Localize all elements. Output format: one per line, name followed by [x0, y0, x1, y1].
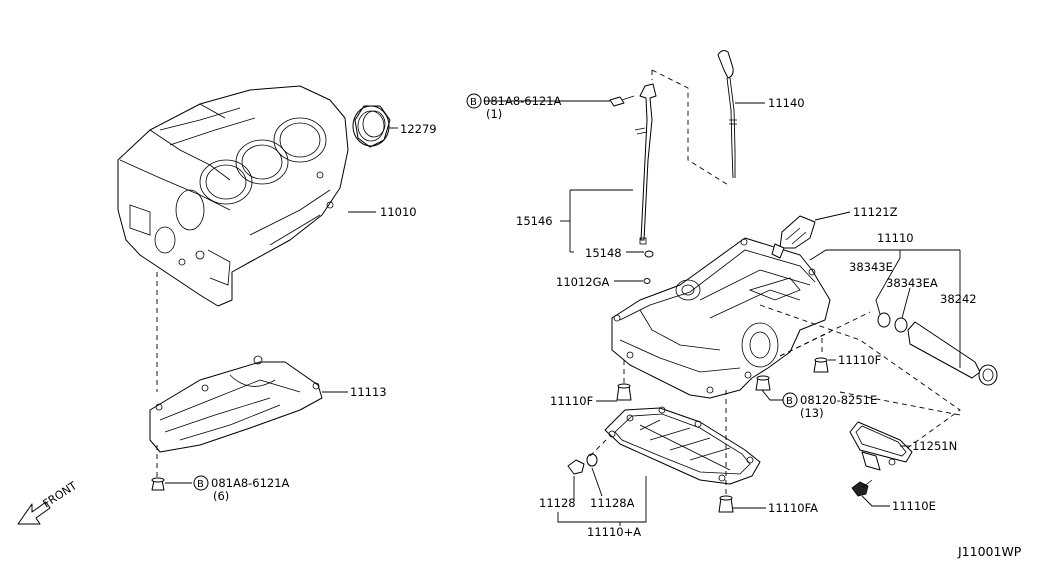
label-11140: 11140: [768, 96, 805, 110]
label-11110E: 11110E: [892, 499, 936, 513]
bolt-08120-8251E[interactable]: [755, 375, 771, 391]
label-11121Z: 11121Z: [853, 205, 898, 219]
label-11110F-right: 11110F: [838, 353, 881, 367]
bolt-081A8-6121A-guide[interactable]: [609, 95, 635, 107]
gauge-guide-15146[interactable]: [634, 83, 657, 245]
label-11128: 11128: [539, 496, 576, 510]
label-12279: 12279: [400, 122, 437, 136]
bolt-symbol-c: [782, 392, 798, 408]
baffle-plate-11113[interactable]: [149, 355, 323, 453]
label-bolt-c-code: 08120-8251E: [800, 393, 877, 407]
washer-11128A[interactable]: [586, 453, 598, 467]
front-label: FRONT: [41, 479, 80, 511]
cylinder-block-11010[interactable]: [117, 85, 349, 307]
oil-level-gauge-11140[interactable]: [717, 50, 737, 179]
label-11251N: 11251N: [912, 439, 957, 453]
label-15148: 15148: [585, 246, 622, 260]
label-bolt-a-qty: (6): [213, 489, 229, 503]
upper-oil-pan-11110[interactable]: [611, 237, 831, 399]
seal-11012GA[interactable]: [643, 278, 651, 284]
oil-strainer-11121Z[interactable]: [771, 215, 816, 259]
diagram-id: J11001WP: [957, 544, 1022, 559]
label-bolt-b-code: 081A8-6121A: [483, 94, 562, 108]
label-15146: 15146: [516, 214, 553, 228]
label-11110A: 11110+A: [587, 525, 641, 539]
tube-38242[interactable]: [907, 321, 998, 386]
front-arrow-icon: [17, 501, 51, 525]
label-38343E: 38343E: [849, 260, 893, 274]
bolt-symbol-b: [466, 93, 482, 109]
cover-11251N[interactable]: [849, 421, 913, 471]
oil-seal-12279[interactable]: [352, 105, 391, 148]
label-11110: 11110: [877, 231, 914, 245]
bolt-symbol-a: [193, 475, 209, 491]
label-11128A: 11128A: [590, 496, 635, 510]
label-11010: 11010: [380, 205, 417, 219]
o-ring-38343E[interactable]: [877, 312, 891, 328]
label-11113: 11113: [350, 385, 387, 399]
o-ring-15148[interactable]: [644, 250, 654, 258]
bolt-11110FA[interactable]: [718, 495, 734, 513]
bolt-symbol-a-text: B: [197, 479, 204, 490]
label-11110F-left: 11110F: [550, 394, 593, 408]
drain-plug-11128[interactable]: [567, 459, 585, 475]
lower-oil-pan-11110A[interactable]: [604, 406, 761, 485]
bolt-symbol-c-text: B: [786, 396, 793, 407]
label-38242: 38242: [940, 292, 977, 306]
bolt-11110E[interactable]: [851, 479, 873, 497]
label-bolt-b-qty: (1): [486, 107, 502, 121]
o-ring-38343EA[interactable]: [894, 317, 908, 333]
label-bolt-a-code: 081A8-6121A: [211, 476, 290, 490]
label-11012GA: 11012GA: [556, 275, 609, 289]
label-bolt-c-qty: (13): [800, 406, 824, 420]
bolt-11110F-left[interactable]: [616, 383, 632, 401]
bolt-11110F-right[interactable]: [813, 357, 829, 373]
bolt-symbol-b-text: B: [470, 97, 477, 108]
bolt-081A8-6121A-baffle[interactable]: [151, 477, 165, 491]
label-38343EA: 38343EA: [886, 276, 938, 290]
label-11110FA: 11110FA: [768, 501, 818, 515]
